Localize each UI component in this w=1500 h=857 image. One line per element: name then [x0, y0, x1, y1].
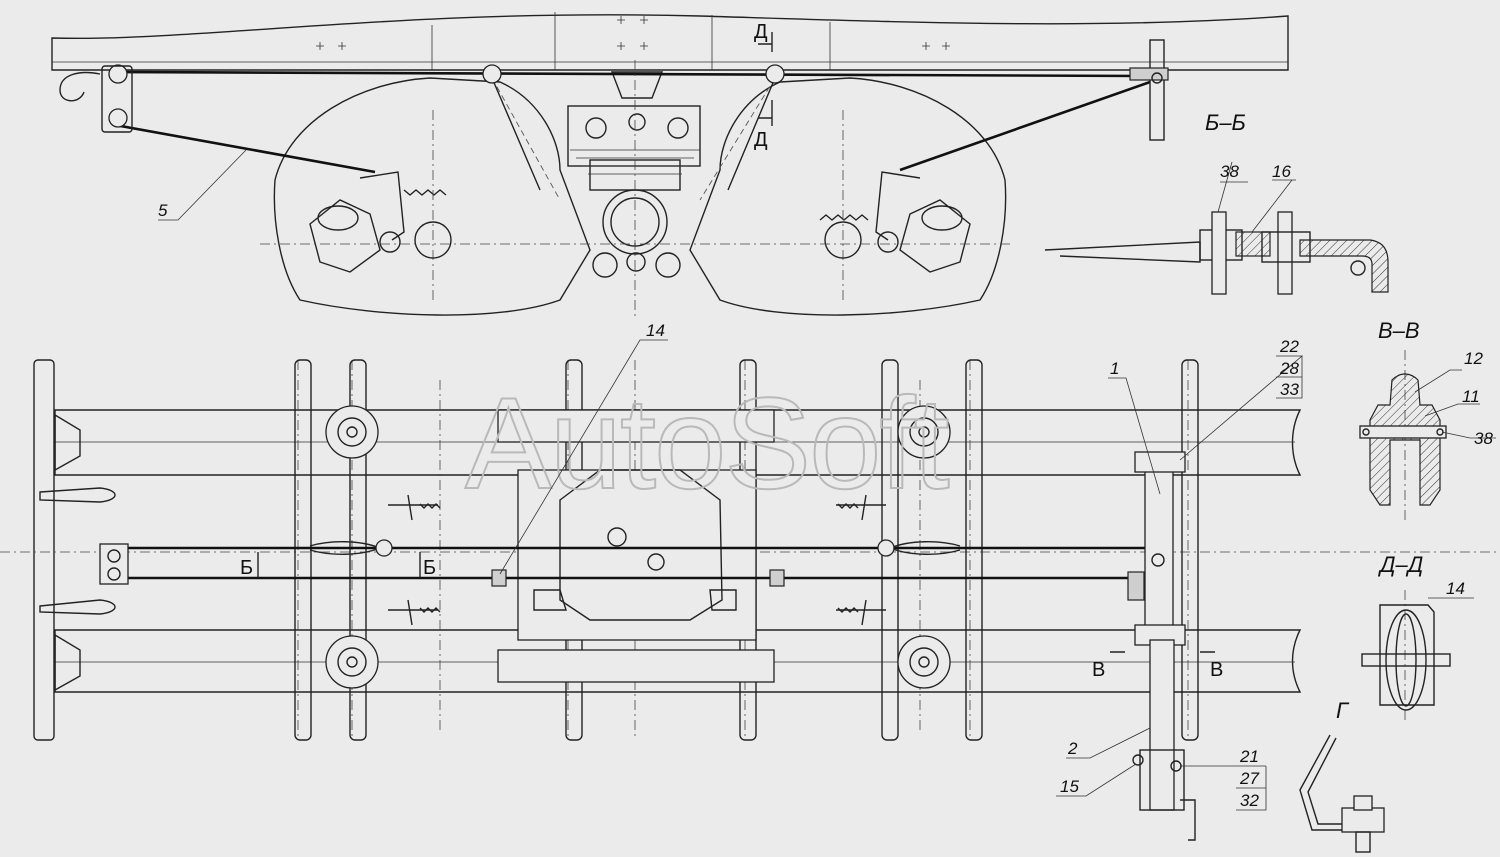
callout-1: 1: [1110, 359, 1119, 378]
callout-22: 22: [1279, 337, 1299, 356]
callout-33: 33: [1280, 380, 1299, 399]
lever-bracket-1: [1144, 461, 1174, 631]
left-brake-chamber: [309, 171, 452, 273]
frame-rail-lower: [54, 629, 1302, 693]
pulley-left: [482, 64, 502, 84]
callout-5: 5: [158, 201, 168, 220]
dd-bracket: [1379, 604, 1435, 706]
callout-14-dd: 14: [1446, 579, 1465, 598]
callout-2: 2: [1067, 739, 1078, 758]
section-title-bb: Б–Б: [1205, 110, 1246, 135]
frame-rail-upper: [54, 409, 1302, 476]
g-lever: [1299, 734, 1350, 831]
right-cable-side: [899, 80, 1151, 172]
callout-32: 32: [1240, 791, 1259, 810]
right-axle-outline: [689, 77, 1007, 316]
section-mark-b-left: Б: [240, 557, 253, 579]
hand-lever-2: [1149, 639, 1175, 811]
callout-38-vv: 38: [1474, 429, 1493, 448]
vv-pulley: [1369, 373, 1441, 506]
wheel-hub-left-upper: [325, 405, 379, 459]
left-return-spring: [403, 189, 447, 196]
watermark: AutoSoft: [465, 370, 950, 516]
callout-28: 28: [1279, 359, 1299, 378]
left-cable-side: [114, 123, 376, 174]
wheel-hub-right-upper: [897, 405, 951, 459]
right-return-spring: [819, 214, 869, 221]
left-axle-outline: [273, 77, 591, 316]
vv-axle: [1359, 425, 1447, 439]
bogie-plate: [517, 469, 757, 641]
section-title-vv: В–В: [1378, 318, 1420, 343]
upper-cable-side: [109, 70, 1146, 78]
rear-lever-side: [1149, 39, 1165, 141]
section-vv: В–В 12 11 38: [1359, 318, 1496, 520]
tow-hook: [59, 71, 101, 102]
bb-clamp-right: [1277, 211, 1293, 295]
callout-14-plan: 14: [646, 321, 665, 340]
plan-view: Б Б В В AutoSoft 14 1 22 28 33 2 15 21 2…: [0, 321, 1500, 841]
dd-pulley: [1385, 609, 1427, 711]
section-mark-b-right: Б: [423, 557, 436, 579]
frame-beam-side: [51, 14, 1289, 71]
callout-11: 11: [1462, 387, 1480, 406]
pulley-front-lower: [108, 108, 128, 128]
pulley-front-upper: [108, 64, 128, 84]
bb-clamp-left: [1211, 211, 1227, 295]
callout-27: 27: [1239, 769, 1259, 788]
callout-38-bb: 38: [1220, 162, 1239, 181]
section-mark-v-left: В: [1092, 659, 1105, 681]
tow-eye-upper: [39, 487, 116, 503]
tow-eye-lower: [39, 599, 116, 615]
callout-21: 21: [1239, 747, 1259, 766]
section-bb: Б–Б 38 16: [1044, 110, 1389, 295]
callout-12: 12: [1464, 349, 1483, 368]
wheel-hub-right-lower: [897, 635, 951, 689]
pulley-right: [765, 64, 785, 84]
bolt-markers: [316, 16, 950, 50]
view-g: Г: [1299, 698, 1385, 853]
right-brake-chamber: [824, 171, 971, 273]
front-crossmember: [33, 359, 55, 741]
section-title-dd: Д–Д: [1377, 552, 1423, 577]
bb-bracket: [1299, 239, 1389, 293]
wheel-hub-left-lower: [325, 635, 379, 689]
section-mark-v-right: В: [1210, 659, 1223, 681]
side-view: Д Д 5: [51, 12, 1289, 320]
section-mark-d-top: Д: [754, 21, 768, 43]
callout-16: 16: [1272, 162, 1291, 181]
section-mark-d-bottom: Д: [754, 129, 768, 151]
section-dd: Д–Д 14: [1361, 552, 1474, 720]
view-title-g: Г: [1336, 698, 1350, 723]
callout-15: 15: [1060, 777, 1079, 796]
